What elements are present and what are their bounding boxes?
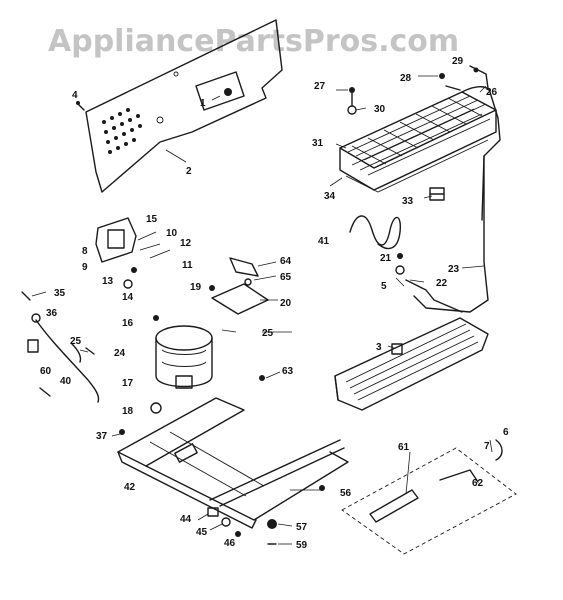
rear-panel: [85, 19, 283, 193]
compressor: [150, 315, 213, 414]
callout-21: 21: [380, 253, 392, 264]
leader-lines: [31, 75, 493, 545]
callout-63: 63: [282, 366, 294, 377]
callout-44: 44: [180, 514, 192, 525]
callout-65: 65: [280, 272, 292, 283]
callout-33: 33: [402, 196, 414, 207]
callout-40: 40: [60, 376, 72, 387]
callout-36: 36: [46, 308, 58, 319]
coil-spring: [349, 215, 402, 250]
callout-64: 64: [280, 256, 292, 267]
callout-14: 14: [122, 292, 134, 303]
panel-bracket: [195, 71, 245, 111]
callout-18: 18: [122, 406, 134, 417]
callout-7: 7: [484, 441, 490, 452]
callout-1: 1: [200, 98, 206, 109]
callout-11: 11: [182, 260, 193, 271]
callout-12: 12: [180, 238, 192, 249]
callout-13: 13: [102, 276, 114, 287]
leveling-feet: [207, 507, 277, 545]
callout-5: 5: [381, 281, 387, 292]
callout-23: 23: [448, 264, 460, 275]
callout-25b: 25: [262, 328, 274, 339]
callout-61: 61: [398, 442, 410, 453]
callout-60: 60: [40, 366, 52, 377]
fitting: [395, 253, 463, 313]
callout-labels: 1 2 3 4 5 6 7 8 9 10 11 12 13 14 15 16 1…: [40, 56, 509, 551]
condenser-coil: [339, 91, 497, 193]
clip: [429, 187, 445, 201]
callout-41: 41: [318, 236, 330, 247]
callout-46: 46: [224, 538, 236, 549]
callout-62: 62: [472, 478, 484, 489]
callout-16: 16: [122, 318, 134, 329]
callout-57: 57: [296, 522, 308, 533]
callout-37: 37: [96, 431, 108, 442]
callout-8: 8: [82, 246, 88, 257]
screws-top: [347, 87, 357, 115]
callout-31: 31: [312, 138, 324, 149]
base-frame: [117, 397, 349, 529]
callout-6: 6: [503, 427, 509, 438]
callout-29: 29: [452, 56, 464, 67]
callout-4: 4: [72, 90, 78, 101]
callout-42: 42: [124, 482, 136, 493]
screw: [76, 101, 85, 111]
callout-26: 26: [486, 87, 498, 98]
drain-pan: [334, 317, 489, 411]
callout-9: 9: [82, 262, 88, 273]
callout-30: 30: [374, 104, 386, 115]
condenser-tubing: [413, 65, 501, 313]
callout-22: 22: [436, 278, 448, 289]
callout-59: 59: [296, 540, 308, 551]
callout-20: 20: [280, 298, 292, 309]
callout-2: 2: [186, 166, 192, 177]
callout-56: 56: [340, 488, 352, 499]
relay-assembly: [95, 217, 171, 289]
compressor-bracket: [209, 257, 269, 315]
watermark: AppliancePartsPros.com: [48, 24, 459, 59]
callout-17: 17: [122, 378, 134, 389]
wiring-harness: [21, 291, 100, 403]
callout-10: 10: [166, 228, 178, 239]
callout-19: 19: [190, 282, 202, 293]
callout-45: 45: [196, 527, 208, 538]
callout-28: 28: [400, 73, 412, 84]
callout-15: 15: [146, 214, 158, 225]
callout-25a: 25: [70, 336, 82, 347]
callout-27: 27: [314, 81, 326, 92]
callout-3: 3: [376, 342, 382, 353]
heater-kit: [341, 439, 517, 555]
misc-screws: [119, 375, 325, 491]
callout-35: 35: [54, 288, 66, 299]
callout-24: 24: [114, 348, 126, 359]
callout-34: 34: [324, 191, 336, 202]
